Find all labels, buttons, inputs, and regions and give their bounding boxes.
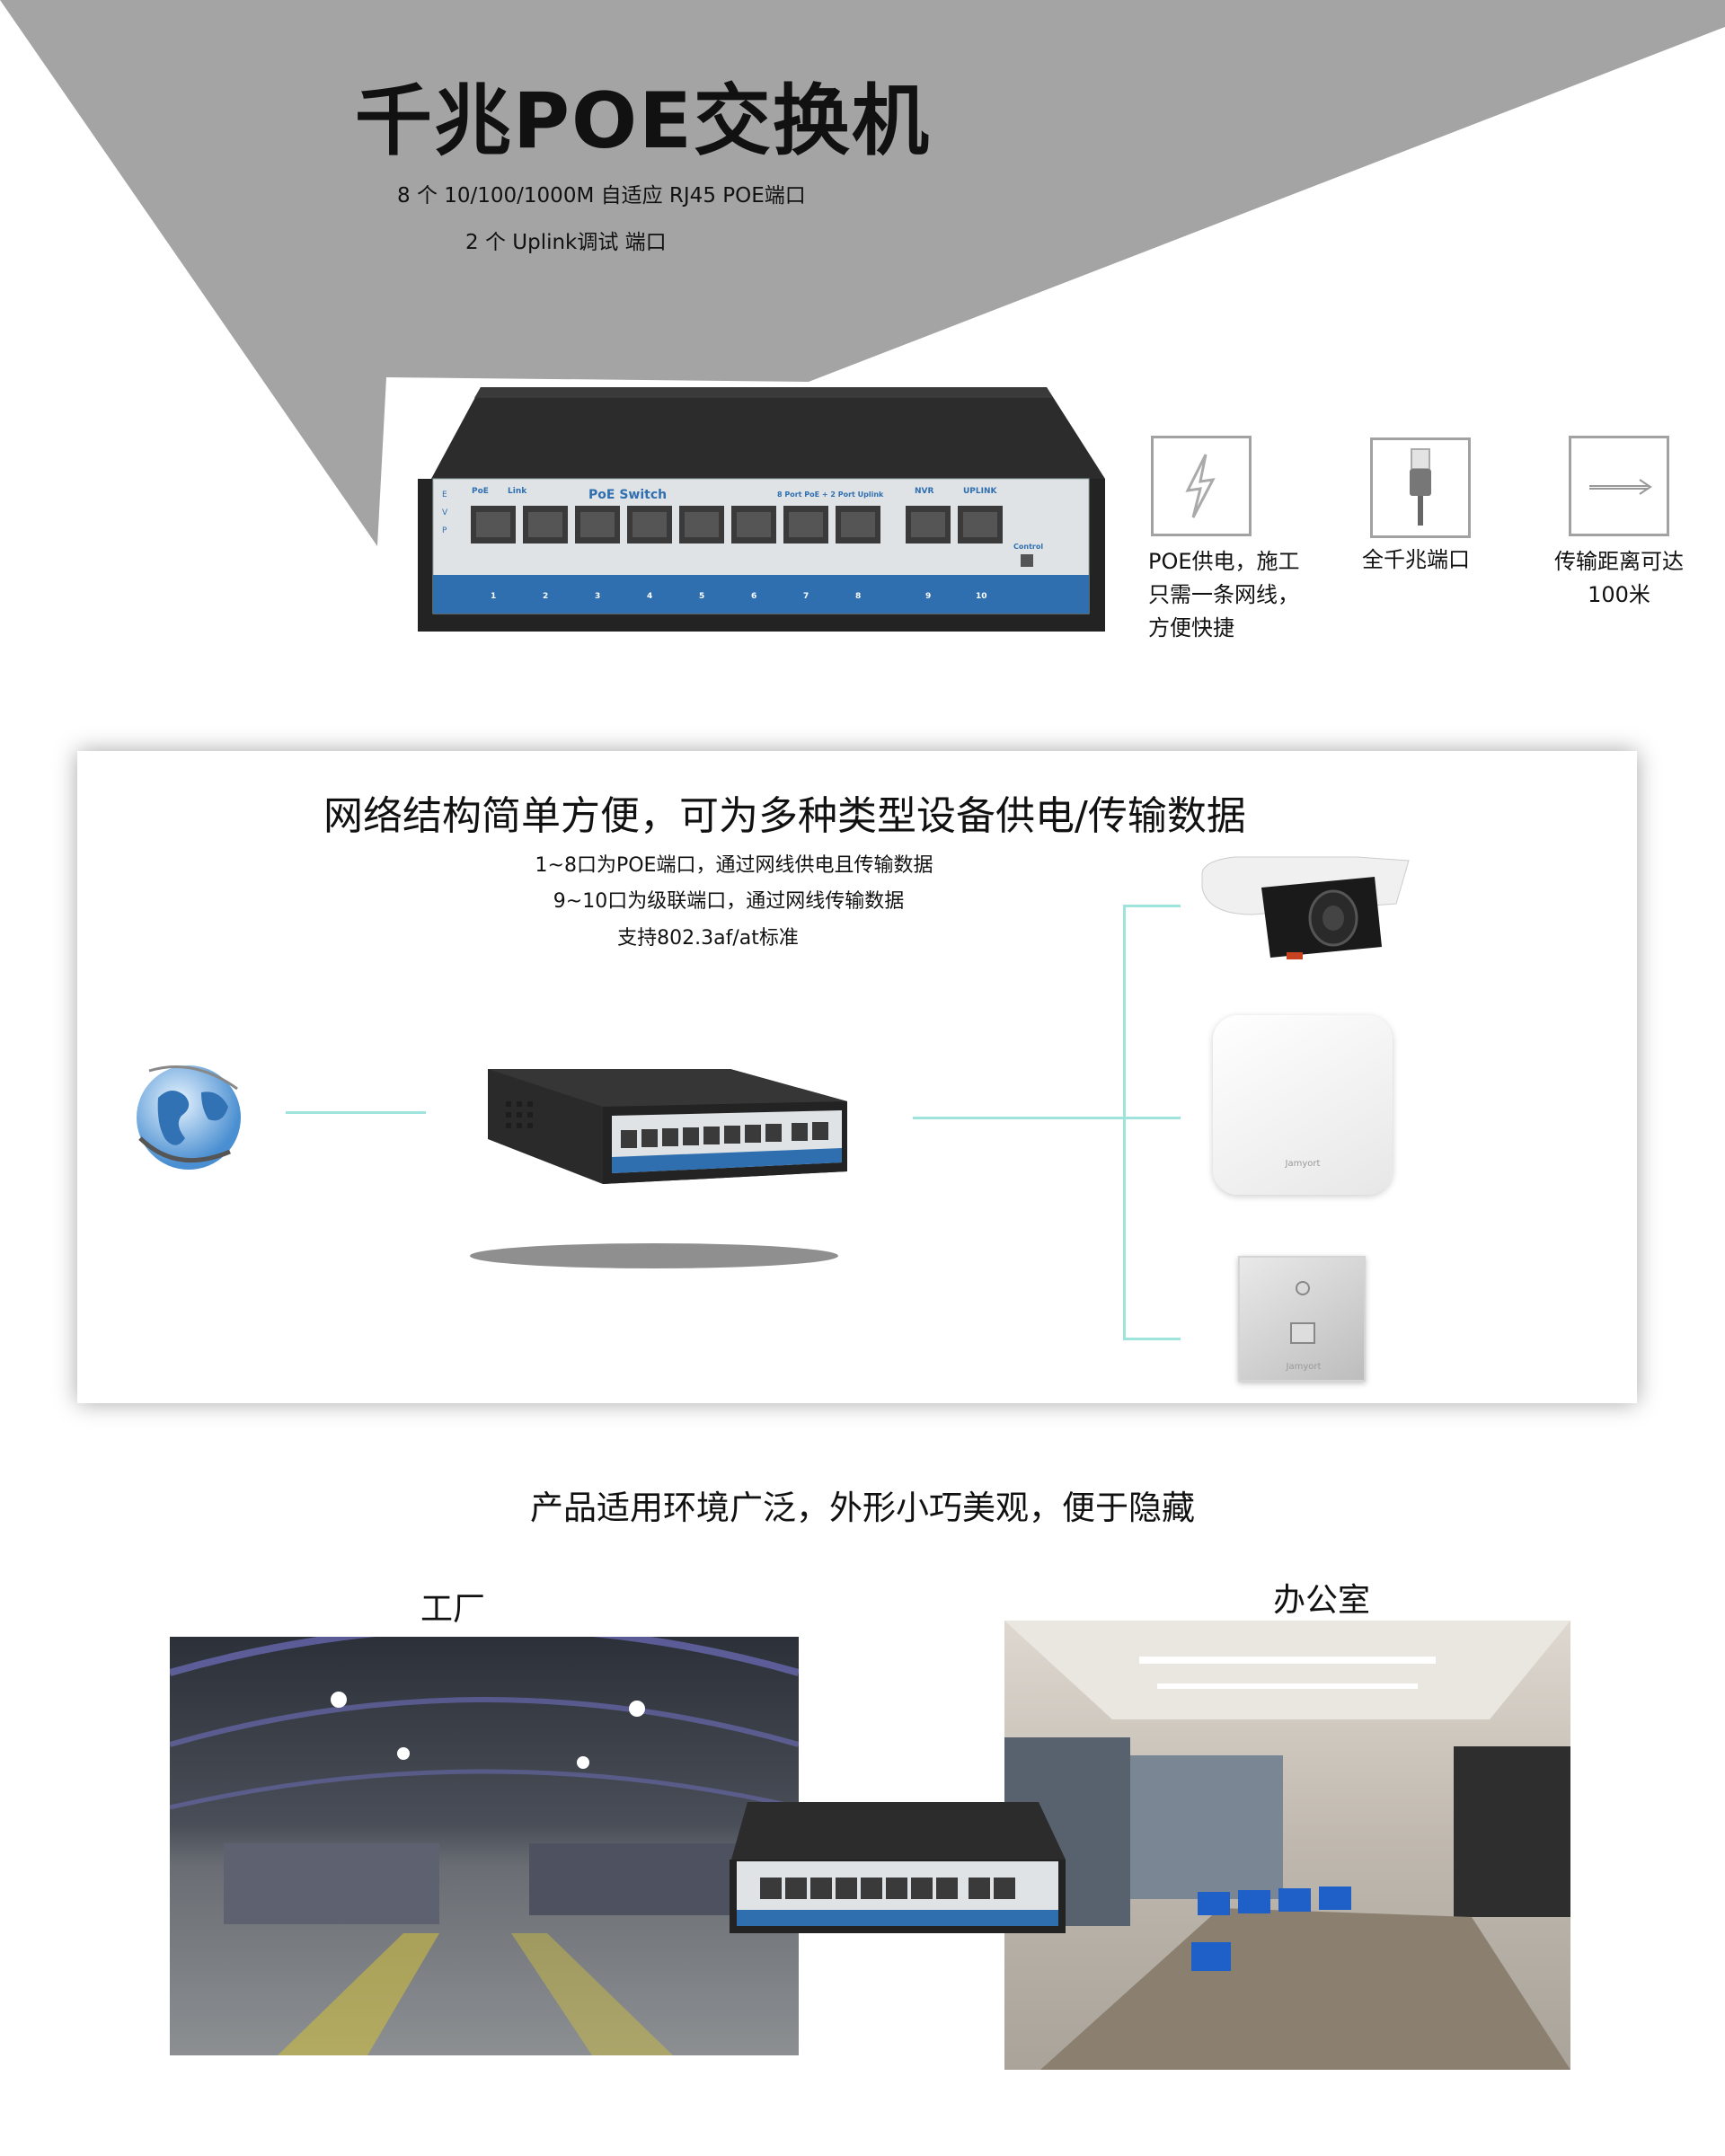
port-group — [471, 506, 1033, 567]
feature-line: 只需一条网线， — [1148, 582, 1299, 607]
port-number: 7 — [803, 592, 809, 601]
access-point-device: Jamyort — [1213, 1015, 1393, 1195]
link-label: Link — [508, 487, 527, 496]
factory-photo — [170, 1637, 799, 2055]
brand-label: PoE Switch — [588, 488, 667, 502]
feature-line: 方便快捷 — [1148, 615, 1234, 641]
port-number: 8 — [855, 592, 861, 601]
nvr-label: NVR — [915, 487, 933, 496]
connector-switch-trunk — [913, 1117, 1091, 1119]
feature-line: POE供电，施工 — [1148, 549, 1300, 574]
network-title: 网络结构简单方便，可为多种类型设备供电/传输数据 — [323, 793, 1246, 839]
feature-power-box — [1151, 436, 1252, 536]
port-number: 5 — [699, 592, 704, 601]
led-label-v: V — [442, 508, 448, 517]
panel-ap-device: Jamyort — [1238, 1256, 1366, 1382]
feature-cable-text: 全千兆端口 — [1362, 543, 1470, 577]
panel-brand: Jamyort — [1286, 1362, 1322, 1372]
feature-distance-text: 传输距离可达 100米 — [1552, 545, 1686, 612]
page-title: 千兆POE交换机 — [355, 76, 931, 166]
control-label: Control — [1013, 543, 1043, 551]
feature-line: 全千兆端口 — [1362, 547, 1470, 572]
port-number: 4 — [647, 592, 652, 601]
connector-camera — [1123, 905, 1181, 907]
factory-label: 工厂 — [420, 1591, 486, 1628]
switch-overlay-image — [730, 1802, 1066, 1933]
port-number: 10 — [976, 592, 987, 601]
port-number: 3 — [595, 592, 600, 601]
ap-brand: Jamyort — [1285, 1159, 1321, 1169]
led-label-p: P — [442, 526, 447, 535]
ethernet-cable-icon — [1410, 448, 1431, 526]
switch-product-image: E V P PoE Link PoE Switch 8 Port PoE + 2… — [418, 387, 1105, 632]
network-line-standard: 支持802.3af/at标准 — [617, 927, 799, 950]
connector-ap — [1091, 1117, 1181, 1119]
network-line-poe: 1~8口为POE端口，通过网线供电且传输数据 — [535, 854, 933, 877]
panel-port-icon — [1290, 1322, 1315, 1344]
feature-cable-box — [1370, 437, 1471, 538]
connector-globe-switch — [286, 1111, 426, 1114]
office-label: 办公室 — [1273, 1582, 1371, 1619]
group-label: 8 Port PoE + 2 Port Uplink — [777, 490, 884, 499]
poe-label: PoE — [472, 487, 489, 496]
port-number: 2 — [543, 592, 548, 601]
feature-power-text: POE供电，施工 只需一条网线， 方便快捷 — [1148, 545, 1300, 645]
feature-line: 传输距离可达 — [1554, 549, 1684, 574]
feature-distance-box — [1569, 436, 1669, 536]
lightning-icon — [1185, 454, 1216, 518]
network-line-uplink: 9~10口为级联端口，通过网线传输数据 — [553, 890, 905, 913]
connector-panel — [1123, 1338, 1181, 1340]
port-number: 9 — [925, 592, 931, 601]
led-label-e: E — [442, 490, 447, 499]
globe-icon — [137, 1065, 241, 1170]
office-photo — [1004, 1621, 1570, 2070]
connector-trunk — [1123, 905, 1126, 1339]
port-number: 6 — [751, 592, 756, 601]
banner-background — [0, 0, 1725, 546]
camera-device-image — [1201, 856, 1410, 959]
switch-diagram-image — [470, 1069, 847, 1268]
uplink-label: UPLINK — [963, 487, 998, 496]
environments-title: 产品适用环境广泛，外形小巧美观，便于隐藏 — [530, 1489, 1195, 1527]
port-number: 1 — [491, 592, 496, 601]
panel-led-icon — [1296, 1281, 1310, 1295]
arrow-right-icon — [1589, 479, 1652, 495]
spec-line-uplink: 2 个 Uplink调试 端口 — [465, 231, 667, 254]
feature-line: 100米 — [1588, 582, 1650, 607]
spec-line-ports: 8 个 10/100/1000M 自适应 RJ45 POE端口 — [397, 184, 806, 208]
